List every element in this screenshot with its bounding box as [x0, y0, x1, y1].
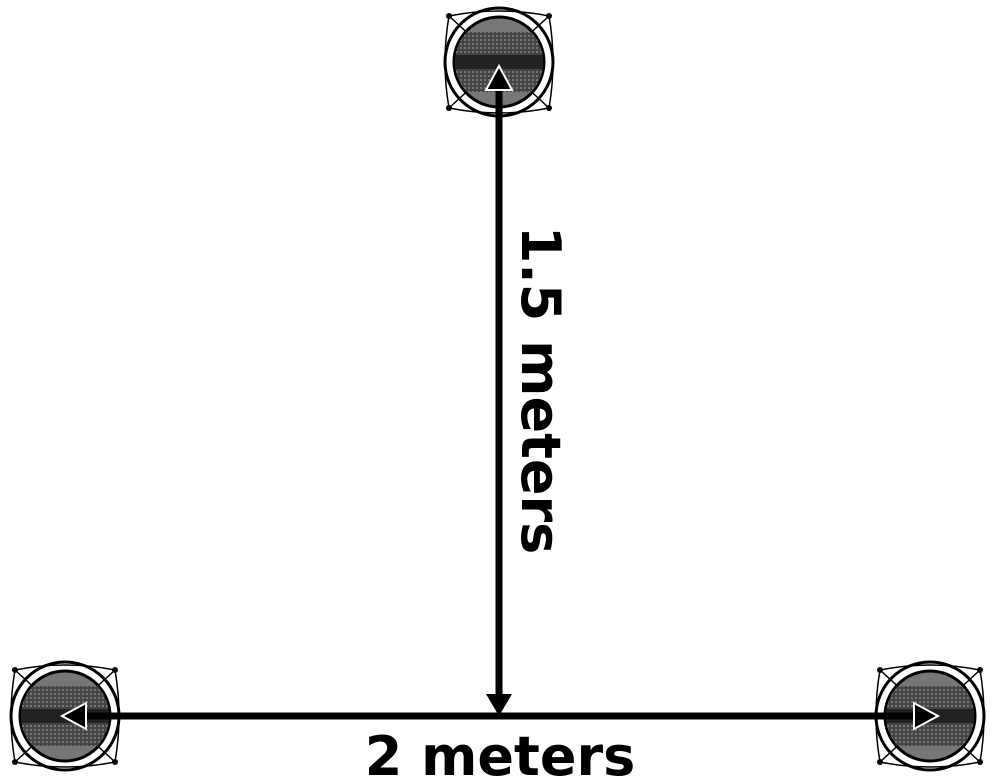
- vertical-distance-label: 1.5 meters: [509, 226, 572, 555]
- horizontal-distance-label: 2 meters: [365, 725, 635, 783]
- horizontal-distance-arrow: [59, 701, 941, 731]
- vertical-distance-arrow: [484, 63, 514, 716]
